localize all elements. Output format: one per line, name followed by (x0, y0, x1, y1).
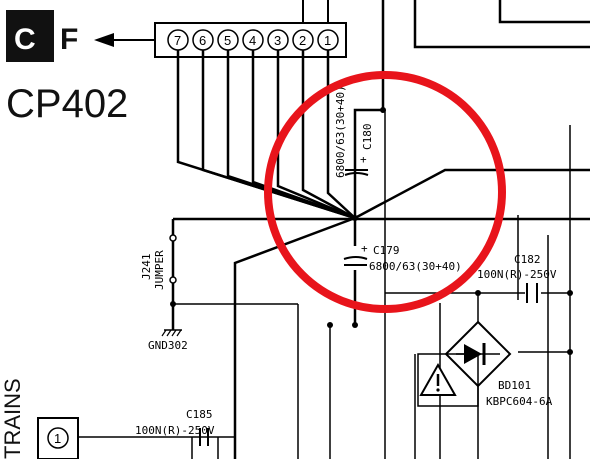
capacitor-c182: C182 100N(R)-250V (477, 253, 557, 303)
ground-gnd302: GND302 (148, 329, 188, 352)
svg-text:3: 3 (274, 33, 281, 48)
pin-2: 2 (292, 29, 314, 51)
thin-wires (78, 110, 571, 459)
svg-text:5: 5 (224, 33, 231, 48)
highlight-circle (264, 71, 506, 313)
pin-3: 3 (267, 29, 289, 51)
j241-value: JUMPER (153, 250, 166, 290)
svg-text:4: 4 (249, 33, 256, 48)
pin-fan-wires (176, 50, 356, 220)
arrow-left-icon (94, 33, 155, 47)
c185-value: 100N(R)-250V (135, 424, 215, 437)
bottom-pin-label: 1 (54, 431, 61, 446)
pin-6: 6 (192, 29, 214, 51)
c180-ref: C180 (361, 124, 374, 151)
pin-1: 1 (317, 29, 339, 51)
bd101-ref: BD101 (498, 379, 531, 392)
jumper-j241: J241 JUMPER (140, 234, 177, 290)
svg-text:2: 2 (299, 33, 306, 48)
cf-marker-box (6, 10, 54, 62)
c182-value: 100N(R)-250V (477, 268, 557, 281)
svg-text:1: 1 (324, 33, 331, 48)
connector-name: CP402 (6, 82, 128, 126)
c179-ref: C179 (373, 244, 400, 257)
capacitor-c180: + C180 6800/63(30+40) (334, 85, 374, 190)
c179-polarity: + (361, 242, 368, 255)
c185-ref: C185 (186, 408, 213, 421)
side-text-trains: TRAINS (0, 378, 25, 459)
gnd302-label: GND302 (148, 339, 188, 352)
pin-7: 7 (167, 29, 189, 51)
svg-text:6: 6 (199, 33, 206, 48)
c182-ref: C182 (514, 253, 541, 266)
c179-value: 6800/63(30+40) (369, 260, 462, 273)
pin-5: 5 (217, 29, 239, 51)
bridge-rectifier-bd101: BD101 KBPC604-6A (417, 320, 553, 408)
junction-dots (170, 107, 573, 355)
c180-polarity: + (360, 153, 367, 166)
pin-4: 4 (242, 29, 264, 51)
capacitor-c185: C185 100N(R)-250V (135, 408, 215, 446)
c180-value: 6800/63(30+40) (334, 85, 347, 178)
warning-triangle-icon (419, 362, 457, 396)
j241-ref: J241 (140, 254, 153, 281)
bd101-value: KBPC604-6A (486, 395, 553, 408)
bottom-left-connector: 1 (37, 417, 79, 459)
connector-cp402: C F CP402 7 6 5 4 3 2 1 (6, 0, 347, 126)
svg-text:7: 7 (174, 33, 181, 48)
capacitor-c179: + C179 6800/63(30+40) (343, 242, 462, 273)
cf-marker-c: C (14, 23, 36, 56)
cf-marker-f: F (60, 23, 78, 56)
